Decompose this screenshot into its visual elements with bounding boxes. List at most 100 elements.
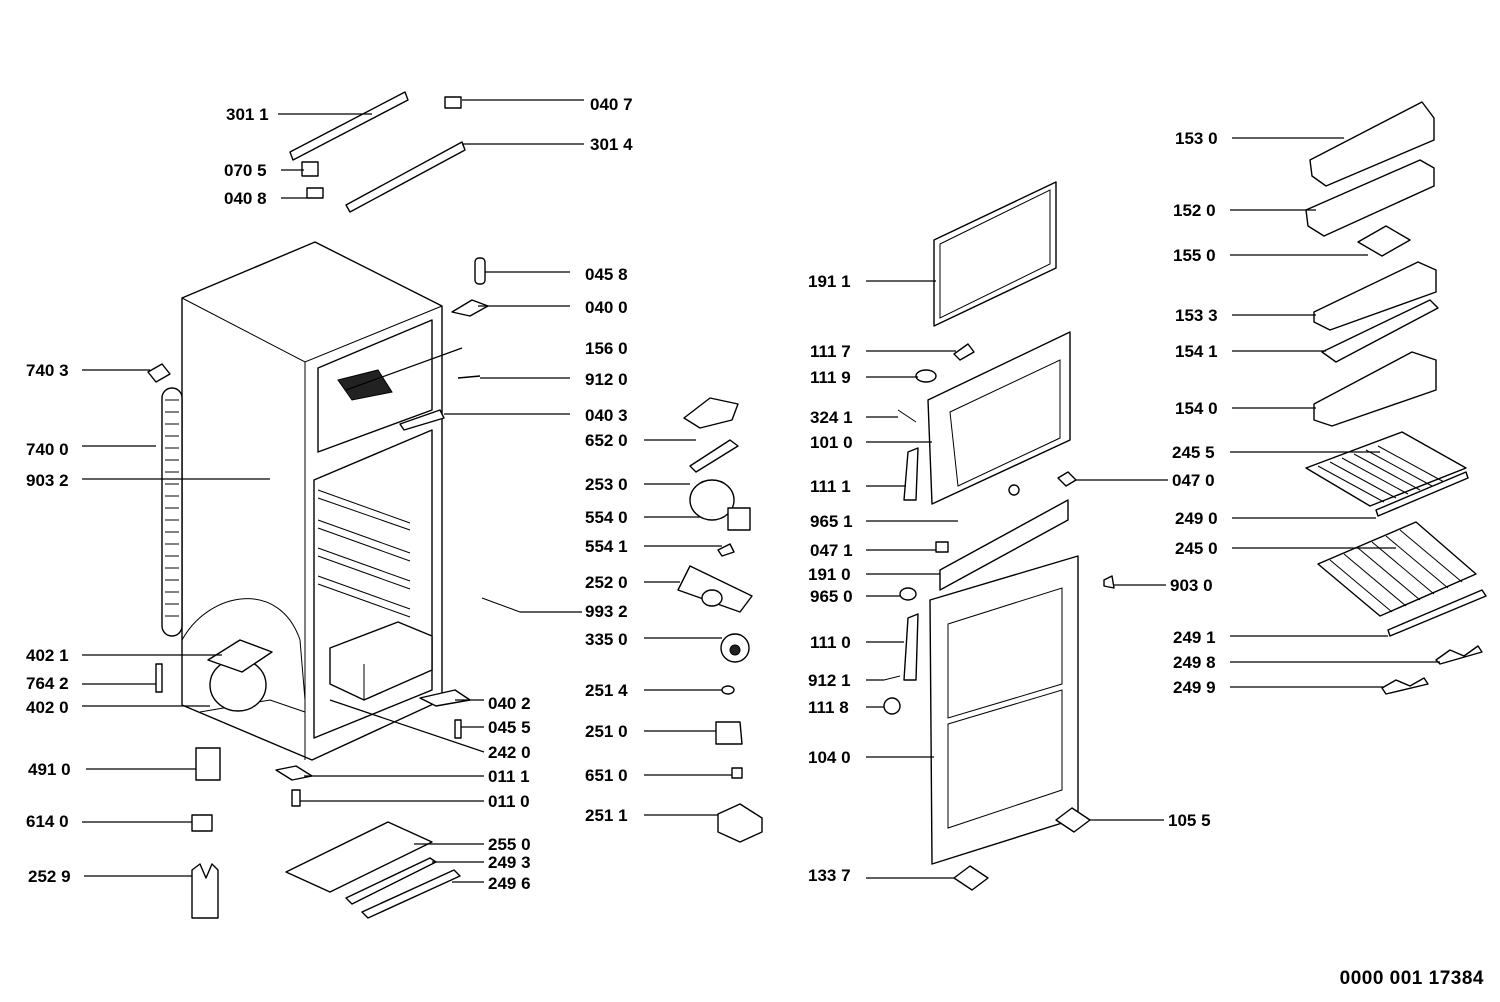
part-number-label: 040 7: [590, 95, 633, 114]
callout-152-0: 152 0: [1173, 201, 1316, 220]
cabinet-parts: [147, 91, 489, 919]
callout-111-0: 111 0: [810, 633, 904, 652]
part-965-0: [899, 587, 917, 601]
part-number-label: 249 8: [1173, 653, 1216, 672]
part-number-label: 252 9: [28, 867, 71, 886]
part-554-0b: [727, 507, 751, 531]
part-number-label: 402 1: [26, 646, 69, 665]
callout-047-1: 047 1: [810, 541, 936, 560]
callout-554-1: 554 1: [585, 537, 722, 556]
callout-903-2: 903 2: [26, 471, 270, 490]
callout-764-2: 764 2: [26, 674, 156, 693]
part-number-label: 040 2: [488, 694, 531, 713]
callout-111-9: 111 9: [810, 368, 918, 387]
part-number-label: 040 3: [585, 406, 628, 425]
part-301-4: [345, 141, 466, 213]
callout-104-0: 104 0: [808, 748, 934, 767]
callout-554-0: 554 0: [585, 508, 700, 527]
callout-155-0: 155 0: [1173, 246, 1368, 265]
shelves-and-bins: [1305, 101, 1487, 695]
callout-040-3: 040 3: [444, 406, 628, 425]
part-number-label: 740 0: [26, 440, 69, 459]
part-301-1: [289, 91, 409, 161]
part-number-label: 965 1: [810, 512, 853, 531]
part-number-label: 764 2: [26, 674, 69, 693]
part-number-label: 011 0: [488, 792, 530, 811]
callout-252-0: 252 0: [585, 573, 680, 592]
part-number-label: 111 9: [810, 368, 851, 387]
condenser-coils: [165, 399, 179, 617]
part-number-label: 047 0: [1172, 471, 1215, 490]
part-number-label: 249 3: [488, 853, 531, 872]
callout-651-0: 651 0: [585, 766, 732, 785]
door-assembly: [883, 181, 1115, 891]
callout-191-1: 191 1: [808, 272, 936, 291]
callout-105-5: 105 5: [1090, 811, 1211, 830]
part-number-label: 301 4: [590, 135, 633, 154]
callout-402-0: 402 0: [26, 698, 210, 717]
part-number-label: 301 1: [226, 105, 269, 124]
part-number-label: 011 1: [488, 767, 530, 786]
wire-shelf-245-0: [1317, 521, 1477, 617]
part-651-0: [731, 767, 743, 779]
part-number-label: 242 0: [488, 743, 531, 762]
part-number-label: 153 3: [1175, 306, 1218, 325]
part-253-0: [689, 439, 739, 473]
callout-245-5: 245 5: [1172, 443, 1380, 462]
part-number-label: 191 1: [808, 272, 851, 291]
part-040-8: [306, 187, 324, 199]
part-number-label: 251 0: [585, 722, 628, 741]
part-249-8: [1435, 645, 1483, 665]
part-045-5: [454, 719, 462, 739]
part-491-0: [195, 747, 221, 781]
part-number-label: 045 8: [585, 265, 628, 284]
callout-011-0: 011 0: [300, 792, 530, 811]
part-402-1: [207, 639, 273, 673]
part-number-label: 614 0: [26, 812, 69, 831]
part-251-1: [717, 803, 763, 843]
leader-line: [345, 347, 463, 391]
callout-111-1: 111 1: [810, 477, 906, 496]
part-number-label: 191 0: [808, 565, 851, 584]
callout-251-0: 251 0: [585, 722, 716, 741]
freezer-door: [927, 331, 1071, 505]
fridge-door: [929, 555, 1079, 865]
part-number-label: 740 3: [26, 361, 69, 380]
callout-153-3: 153 3: [1175, 306, 1316, 325]
callout-133-7: 133 7: [808, 866, 954, 885]
part-number-label: 152 0: [1173, 201, 1216, 220]
callout-253-0: 253 0: [585, 475, 690, 494]
part-251-0: [715, 721, 743, 745]
part-number-label: 040 8: [224, 189, 267, 208]
callout-249-3: 249 3: [432, 853, 531, 872]
part-number-label: 111 7: [810, 342, 851, 361]
part-number-label: 993 2: [585, 602, 628, 621]
part-number-label: 040 0: [585, 298, 628, 317]
part-011-0: [291, 789, 301, 807]
callout-912-1: 912 1: [808, 671, 884, 690]
callout-249-0: 249 0: [1175, 509, 1376, 528]
part-047-0: [1057, 471, 1077, 487]
part-number-label: 912 0: [585, 370, 628, 389]
part-764-2: [155, 663, 163, 693]
part-111-1: [903, 447, 919, 501]
part-040-0: [451, 299, 489, 317]
part-903-0: [1103, 575, 1115, 589]
part-011-1: [275, 765, 313, 781]
callout-045-8: 045 8: [485, 265, 628, 284]
part-number-label: 156 0: [585, 339, 628, 358]
part-number-label: 255 0: [488, 835, 531, 854]
part-133-7: [953, 865, 989, 891]
part-965-1: [1008, 484, 1020, 496]
part-153-3: [1313, 261, 1437, 331]
part-047-1: [935, 541, 949, 553]
part-number-label: 249 6: [488, 874, 531, 893]
part-153-0: [1309, 101, 1435, 187]
part-152-0: [1305, 159, 1435, 237]
part-number-label: 652 0: [585, 431, 628, 450]
part-249-6: [361, 869, 461, 919]
callout-249-6: 249 6: [452, 874, 531, 893]
callout-249-9: 249 9: [1173, 678, 1384, 697]
callout-153-0: 153 0: [1175, 129, 1344, 148]
